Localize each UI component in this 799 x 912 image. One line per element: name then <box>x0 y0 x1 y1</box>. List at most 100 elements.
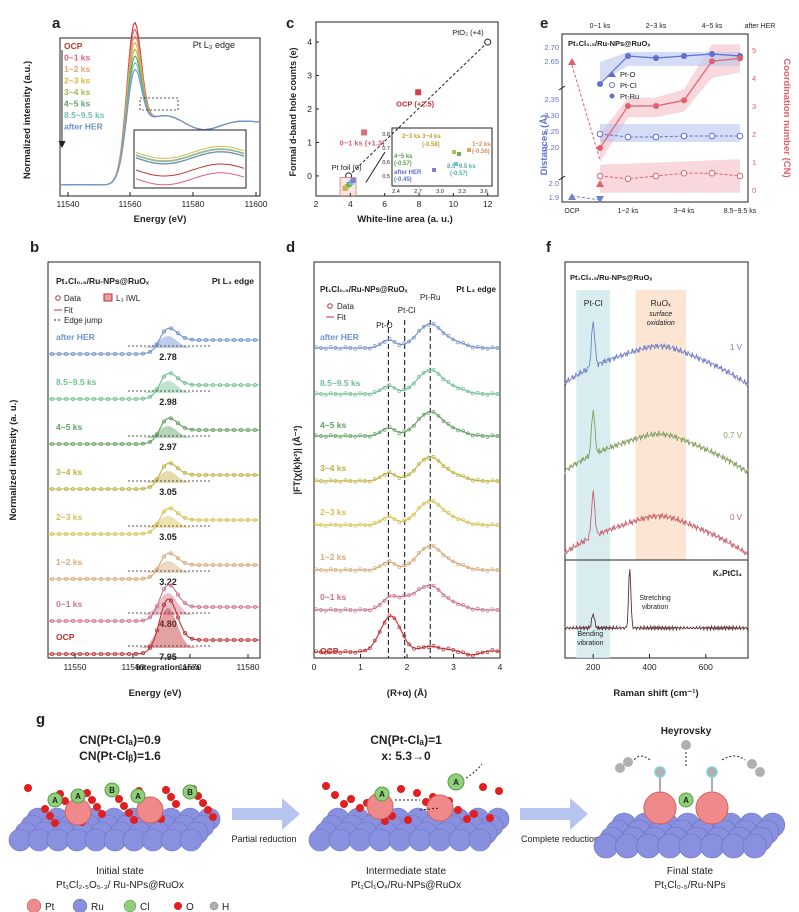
panel-d-fit-line <box>314 545 500 571</box>
panel-e-bottom-tick: 1~2 ks <box>618 208 639 215</box>
panel-b-data-point <box>168 371 173 376</box>
panel-b-data-point <box>196 562 201 567</box>
panel-b-data-point <box>224 427 229 432</box>
panel-b-data-point <box>224 518 229 523</box>
panel-b-data-point <box>64 619 69 624</box>
panel-c-inset-label: 2~3 ks 3~4 ks <box>402 134 441 140</box>
panel-d-data-point <box>343 567 348 572</box>
panel-b-data-point <box>203 337 208 342</box>
ru-atom <box>308 828 332 852</box>
panel-b-data-point <box>217 472 222 477</box>
panel-b-data-point <box>175 466 180 471</box>
panel-d-data-point <box>387 559 392 563</box>
cl-leaving-arrow <box>465 763 483 779</box>
panel-c-inset-label: 1~2 ks <box>472 142 491 148</box>
panel-d-data-point <box>495 392 500 396</box>
panel-b-data-point <box>238 638 243 643</box>
panel-d-data-point <box>382 473 387 477</box>
o-atom <box>463 815 471 823</box>
panel-b-data-point <box>64 532 69 537</box>
o-atom <box>356 804 364 812</box>
panel-d-data-point <box>412 423 416 428</box>
legend-atom-marker <box>26 898 42 912</box>
panel-d-data-point <box>441 419 446 424</box>
panel-b-data-point <box>203 604 208 609</box>
panel-b-data-point <box>50 577 55 582</box>
cl-atom-label: A <box>683 796 689 805</box>
panel-d-data-point <box>456 602 460 607</box>
panel-b-data-point <box>224 337 229 342</box>
panel-b-data-point <box>106 396 111 401</box>
legend-atom-marker <box>209 901 219 911</box>
panel-c-point <box>415 89 422 96</box>
panel-b-data-point <box>99 351 104 356</box>
panel-d-data-point <box>431 322 436 326</box>
intermediate-state-slab <box>308 807 510 852</box>
panel-b-data-point <box>78 396 83 401</box>
panel-b-data-point <box>127 531 132 536</box>
panel-e-cl-dist-point <box>680 132 688 140</box>
panel-f-ref-peak-label: Stretching <box>639 595 671 602</box>
panel-d-data-point <box>372 344 377 348</box>
panel-b-data-point <box>210 604 215 609</box>
panel-b-data-point <box>231 563 236 568</box>
panel-d-data-point <box>402 518 407 523</box>
panel-d-data-point <box>314 478 318 483</box>
initial-state-slab <box>8 807 221 852</box>
panel-b-data-point <box>92 396 97 401</box>
panel-e-transition <box>571 195 601 201</box>
panel-b-data-point <box>71 619 76 624</box>
panel-a-xtick-label: 11540 <box>56 199 79 209</box>
panel-b-data-point <box>231 638 236 643</box>
panel-b-data-point <box>57 577 62 582</box>
panel-c-inset-point <box>432 168 436 172</box>
panel-b-data-point <box>245 605 250 610</box>
panel-b-data-point <box>113 652 118 657</box>
panel-b-data-point <box>238 563 243 568</box>
panel-d-data-point <box>485 392 490 397</box>
ru-atom <box>699 833 725 859</box>
panel-d-data-point <box>314 567 318 572</box>
panel-e-top-tick: after HER <box>745 23 776 30</box>
panel-b-row-label: 1~2 ks <box>56 557 83 567</box>
panel-d-data-point <box>426 369 431 373</box>
panel-e-cl-dist-point <box>736 132 744 140</box>
panel-b-data-point <box>203 517 208 522</box>
panel-e-ru-dist-point <box>597 81 603 87</box>
panel-d-data-point <box>343 345 348 350</box>
panel-d-data-point <box>431 643 436 648</box>
panel-b-data-point <box>161 509 166 514</box>
panel-f-ref-label: K₂PtCl₄ <box>713 569 742 578</box>
panel-b-data-point <box>127 351 132 356</box>
o-atom <box>454 806 462 814</box>
panel-g-letter: g <box>36 711 45 728</box>
panel-e-ylabel-left: Distances (Å) <box>539 115 550 176</box>
panel-b-data-point <box>203 637 208 642</box>
panel-b-frame <box>47 261 261 659</box>
panel-b-data-point <box>231 472 236 477</box>
panel-d-data-point <box>319 346 323 350</box>
panel-d-data-point <box>402 634 407 638</box>
panel-b-data-point <box>238 605 243 610</box>
panel-b-data-point <box>147 484 152 489</box>
panel-e-right-tick: 3 <box>752 102 756 111</box>
panel-f-band-label: oxidation <box>647 320 675 327</box>
partial-reduction-arrow <box>232 798 300 830</box>
panel-b-data-point <box>106 577 111 582</box>
panel-b-data-point <box>99 577 104 582</box>
panel-b-data-point <box>231 605 236 610</box>
ru-atom <box>657 833 683 859</box>
panel-b-iwl-area <box>128 336 210 348</box>
panel-e-left-tick: 2.20 <box>544 143 559 152</box>
panel-b-data-point <box>113 351 118 356</box>
panel-d-data-point <box>402 563 407 568</box>
panel-d-data-point <box>377 519 382 524</box>
panel-d-data-point <box>382 428 387 432</box>
panel-b-data-point <box>161 602 166 607</box>
panel-b-data-point <box>92 652 97 657</box>
panel-d-data-point <box>363 479 367 483</box>
panel-b-data-point <box>210 337 215 342</box>
ru-atom <box>593 833 619 859</box>
panel-d-data-point <box>451 470 456 475</box>
panel-d-data-point <box>333 434 338 438</box>
